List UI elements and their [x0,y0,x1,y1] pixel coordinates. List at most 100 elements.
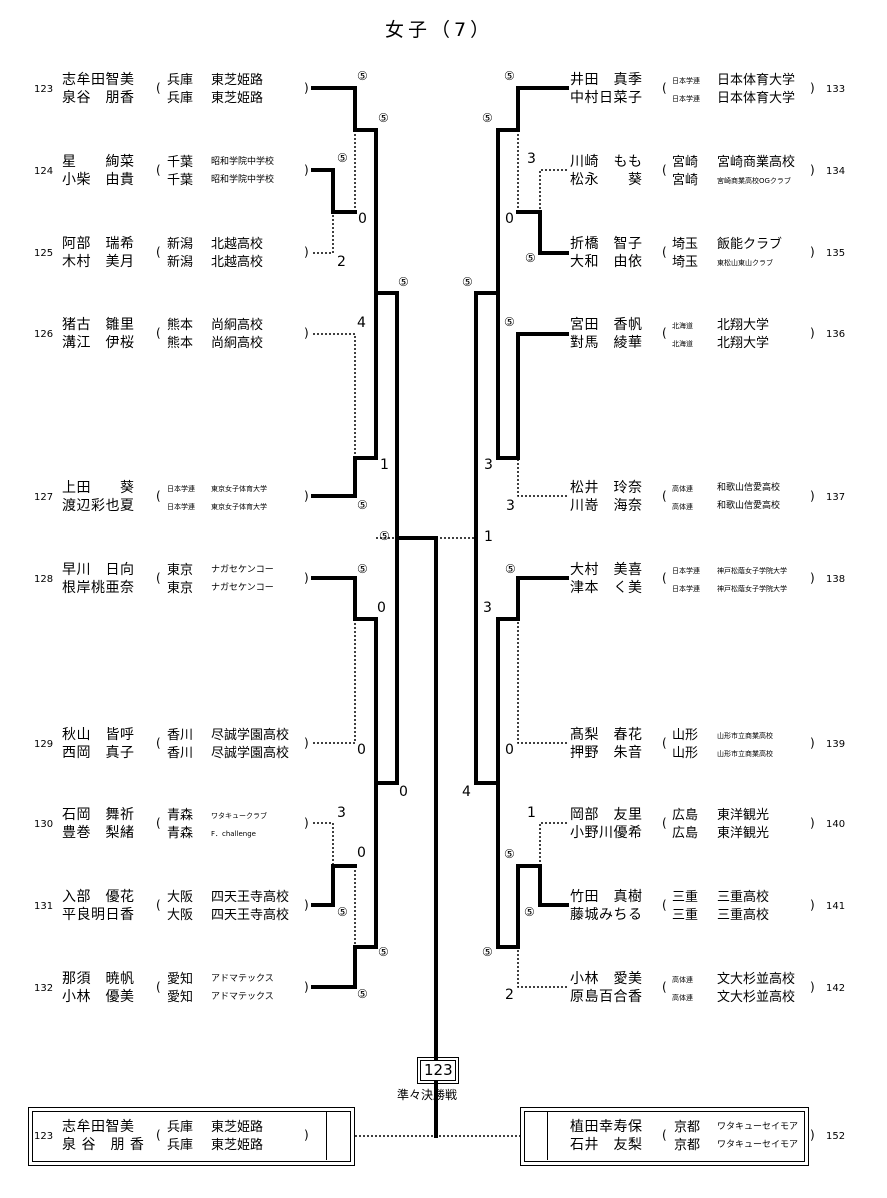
entry-126-player1: 猪古 雛里 [62,317,135,333]
score-l-128a: ⑤ [357,562,368,576]
bracket-paren: ( [156,163,161,177]
entry-130-team1: ワタキュークラブ [211,812,267,820]
entry-127-pref1: 日本学連 [167,485,195,493]
entry-137-player1: 松井 玲奈 [570,480,643,496]
score-r-135b: ⑤ [525,251,536,265]
result-box-right [520,1107,809,1166]
bracket-paren: ( [156,736,161,750]
entry-127-number: 127 [34,492,54,503]
entry-140-pref1: 広島 [672,808,699,823]
entry-124-pref2: 千葉 [167,173,194,188]
bracket-paren: ( [662,980,667,994]
score-r-138a: ⑤ [505,562,516,576]
bracket-paren: ( [156,245,161,259]
entry-140-team2: 東洋観光 [717,826,770,841]
entry-136-player1: 宮田 香帆 [570,317,643,333]
bracket-paren: ) [304,81,309,95]
bracket-paren: ( [662,816,667,830]
score-r-135a: 0 [505,211,514,227]
entry-126-pref1: 熊本 [167,318,194,333]
entry-125-team1: 北越高校 [211,237,264,252]
entry-133-team2: 日本体育大学 [717,91,796,106]
bracket-paren: ) [810,980,815,994]
entry-134-pref1: 宮崎 [672,155,699,170]
entry-133-number: 133 [826,84,846,95]
score-l-127b: ⑤ [357,498,368,512]
score-l-131: ⑤ [337,905,348,919]
result-right-pref1: 京都 [674,1120,701,1135]
bracket-paren: ) [304,736,309,750]
entry-140-pref2: 広島 [672,826,699,841]
bracket-paren: ) [304,326,309,340]
entry-133-pref1: 日本学連 [672,77,700,85]
score-r-semi: 1 [484,529,493,545]
result-left-team2: 東芝姫路 [211,1138,264,1153]
entry-141-number: 141 [826,901,846,912]
score-r-139: 0 [505,742,514,758]
entry-142-pref2: 高体連 [672,994,693,1002]
entry-134-number: 134 [826,166,846,177]
entry-131-player1: 入部 優花 [62,889,135,905]
score-r-141b: ⑤ [524,905,535,919]
result-box-left-inner [32,1111,351,1162]
bracket-paren: ) [810,163,815,177]
bracket-paren: ) [304,898,309,912]
entry-128-pref2: 東京 [167,581,194,596]
entry-137-team2: 和歌山信愛高校 [717,501,781,511]
result-left-player1: 志牟田智美 [62,1119,135,1135]
page-title: 女子（7） [385,19,494,41]
result-right-team2: ワタキューセイモア [717,1140,799,1150]
entry-139-number: 139 [826,739,846,750]
entry-130-player2: 豊巻 梨緒 [62,825,135,841]
bracket-paren: ) [304,245,309,259]
entry-135-team2: 東松山東山クラブ [717,259,773,267]
entry-141-player2: 藤城みちる [570,907,643,923]
result-left-player2: 泉 谷 朋 香 [62,1137,145,1153]
score-l-132a: ⑤ [378,945,389,959]
result-box-right-inner [524,1111,805,1162]
bracket-paren: ( [156,489,161,503]
match-number-inner [420,1060,456,1081]
entry-136-number: 136 [826,329,846,340]
bracket-paren: ) [810,326,815,340]
entry-142-number: 142 [826,983,846,994]
bracket-paren: ( [156,81,161,95]
entry-131-pref2: 大阪 [167,908,194,923]
score-r-140: 1 [527,805,536,821]
bracket-paren: ) [304,980,309,994]
bracket-paren: ( [662,736,667,750]
entry-132-player2: 小林 優美 [62,989,135,1005]
entry-135-player1: 折橋 智子 [570,236,643,252]
entry-133-player2: 中村日菜子 [570,90,643,106]
score-l-q2: 0 [399,784,408,800]
bracket-paren: ( [662,81,667,95]
bracket-paren: ) [810,898,815,912]
entry-136-team1: 北翔大学 [717,318,770,333]
bracket-paren: ) [810,571,815,585]
score-r-137a: 3 [484,457,493,473]
score-r-141a: ⑤ [504,847,515,861]
bracket-paren: ( [662,245,667,259]
score-r-133a: ⑤ [504,69,515,83]
bracket-paren: ( [156,898,161,912]
bracket-paren: ( [662,1128,667,1142]
score-r-133b: ⑤ [482,111,493,125]
entry-130-team2: F．challenge [211,830,256,838]
bracket-paren: ) [304,816,309,830]
entry-140-player1: 岡部 友里 [570,807,643,823]
entry-138-player1: 大村 美喜 [570,562,643,578]
entry-123-pref2: 兵庫 [167,91,194,106]
entry-135-pref2: 埼玉 [672,255,699,270]
entry-132-team1: アドマテックス [211,974,274,984]
score-l-130a: 3 [337,805,346,821]
bracket-paren: ) [810,245,815,259]
result-left-pref1: 兵庫 [167,1120,194,1135]
bracket-paren: ) [810,489,815,503]
bracket-paren: ) [304,571,309,585]
entry-137-player2: 川嵜 海奈 [570,498,643,514]
score-r-142b: 2 [505,987,514,1003]
entry-127-player2: 渡辺彩也夏 [62,498,135,514]
score-l-q1: ⑤ [398,275,409,289]
score-r-134: 3 [527,151,536,167]
score-l-130b: 0 [357,845,366,861]
